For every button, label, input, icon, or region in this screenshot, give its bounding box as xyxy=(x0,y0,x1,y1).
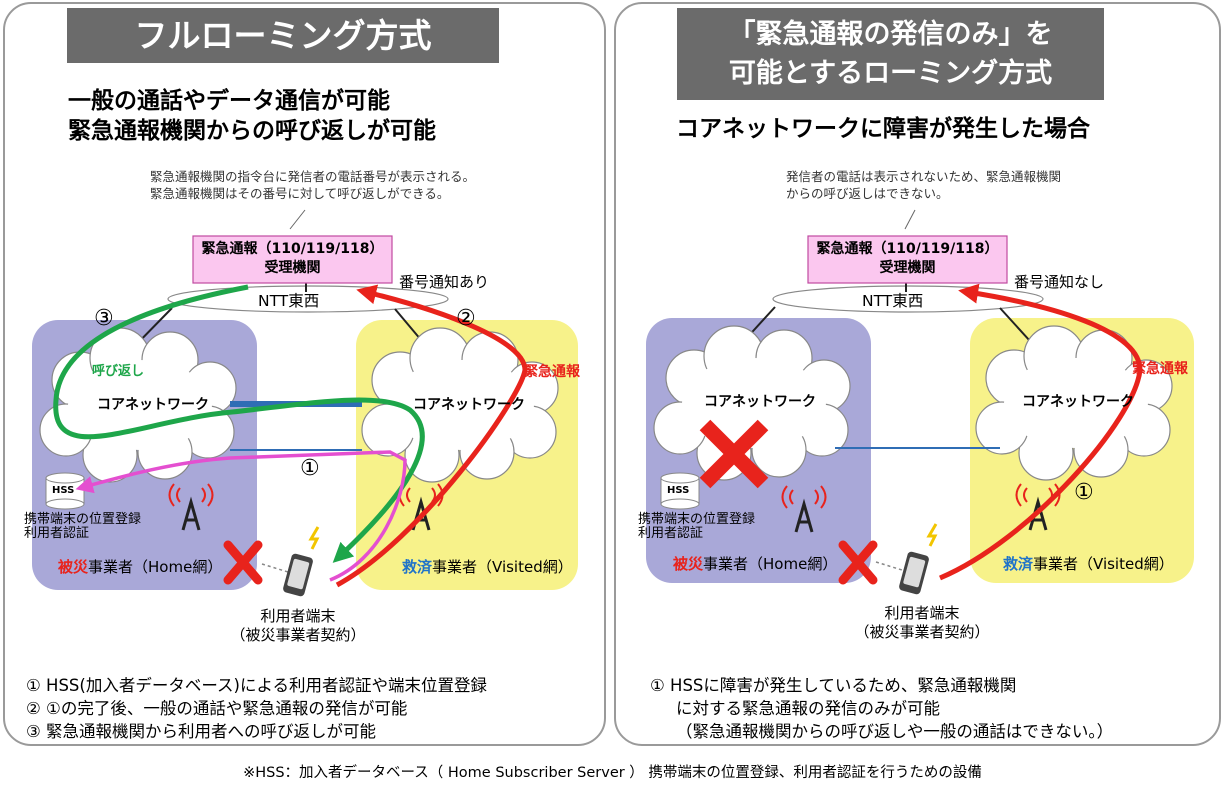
left-footer-3: ③ 緊急通報機関から利用者への呼び返しが可能 xyxy=(26,722,377,741)
right-footer-3: （緊急通報機関からの呼び返しや一般の通話はできない。） xyxy=(676,722,1114,741)
left-user-label-1: 利用者端末 xyxy=(260,607,336,625)
right-annotation-leader xyxy=(904,209,916,230)
right-home-operator: 被災事業者（Home網） xyxy=(673,553,837,574)
right-home-cloud xyxy=(653,325,851,481)
right-user-label-1: 利用者端末 xyxy=(884,604,960,622)
right-visited-core-label: コアネットワーク xyxy=(1022,394,1134,410)
left-caller-id-label: 番号通知あり xyxy=(399,273,490,291)
left-visited-accent: 救済 xyxy=(402,558,433,576)
right-caller-id-label: 番号通知なし xyxy=(1014,273,1105,291)
right-annotation-1: 発信者の電話は表示されないため、緊急通報機関 xyxy=(786,169,1062,184)
left-callback-label: 呼び返し xyxy=(92,364,145,379)
left-step-1: ① xyxy=(300,456,320,481)
left-step-3: ③ xyxy=(94,306,114,331)
left-center-box-line-1: 緊急通報（110/119/118） xyxy=(201,241,384,257)
left-visited-rest: 事業者（Visited網） xyxy=(432,558,573,576)
right-visited-operator: 救済事業者（Visited網） xyxy=(1003,553,1174,574)
right-failure-x-icon xyxy=(838,540,878,585)
left-home-operator: 被災事業者（Home網） xyxy=(58,556,222,577)
left-emergency-arrow xyxy=(335,284,528,588)
left-step-2: ② xyxy=(456,306,476,331)
right-dotted-link xyxy=(875,561,903,571)
left-home-core-label: コアネットワーク xyxy=(97,397,209,413)
right-user-label-2: （被災事業者契約） xyxy=(854,623,990,641)
left-center-box-line-2: 受理機関 xyxy=(264,260,321,276)
left-ntt-label: NTT東西 xyxy=(258,292,320,310)
left-annotation-1: 緊急通報機関の指令台に発信者の電話番号が表示される。 xyxy=(150,169,476,184)
left-annotation-leader xyxy=(289,209,306,230)
right-hss-desc-1: 携帯端末の位置登録 xyxy=(638,512,756,527)
right-home-tower-icon xyxy=(781,485,827,533)
left-phone-icon xyxy=(283,526,320,597)
left-hss-desc-1: 携帯端末の位置登録 xyxy=(24,512,142,527)
left-visited-cloud xyxy=(361,327,559,483)
left-user-label-2: （被災事業者契約） xyxy=(230,626,366,644)
left-home-rest: 事業者（Home網） xyxy=(88,558,223,576)
right-hss-desc-2: 利用者認証 xyxy=(638,526,704,541)
right-emergency-label: 緊急通報 xyxy=(1132,361,1188,377)
right-title-line-1: 「緊急通報の発信のみ」を xyxy=(728,19,1053,50)
right-step-1: ① xyxy=(1074,480,1094,505)
left-emergency-label: 緊急通報 xyxy=(524,364,580,380)
bottom-note: ※HSS：加入者データベース（ Home Subscriber Server ）… xyxy=(243,765,982,781)
left-footer-1: ① HSS(加入者データベース)による利用者認証や端末位置登録 xyxy=(26,676,487,695)
left-dotted-link xyxy=(261,563,289,573)
right-home-core-label: コアネットワーク xyxy=(704,394,816,410)
left-hss-desc-2: 利用者認証 xyxy=(24,526,90,541)
right-hss-label: HSS xyxy=(667,485,690,496)
left-auth-arrow xyxy=(75,450,407,582)
left-visited-operator: 救済事業者（Visited網） xyxy=(402,556,573,577)
right-annotation-2: からの呼び返しはできない。 xyxy=(786,186,949,201)
left-title: フルローミング方式 xyxy=(67,8,499,63)
left-annotation-2: 緊急通報機関はその番号に対して呼び返しができる。 xyxy=(150,186,450,201)
right-center-box xyxy=(807,235,1008,284)
left-visited-core-label: コアネットワーク xyxy=(413,397,525,413)
right-visited-rest: 事業者（Visited網） xyxy=(1033,555,1174,573)
right-title-line-2: 可能とするローミング方式 xyxy=(728,58,1053,89)
right-phone-icon xyxy=(899,523,938,595)
left-subtitle-2: 緊急通報機関からの呼び返しが可能 xyxy=(68,118,436,144)
left-hss-label: HSS xyxy=(52,485,75,496)
left-home-cloud xyxy=(39,327,237,483)
right-title: 「緊急通報の発信のみ」を 可能とするローミング方式 xyxy=(677,8,1104,100)
right-footer-2: に対する緊急通報の発信のみが可能 xyxy=(676,699,940,718)
left-subtitle-1: 一般の通話やデータ通信が可能 xyxy=(68,88,390,114)
right-core-failure-x-icon xyxy=(699,419,769,489)
right-center-box-line-1: 緊急通報（110/119/118） xyxy=(816,241,999,257)
right-hss-icon xyxy=(660,472,700,510)
left-callback-arrow xyxy=(53,284,425,563)
right-ntt-label: NTT東西 xyxy=(862,292,924,310)
left-home-tower-icon xyxy=(168,483,214,531)
right-visited-accent: 救済 xyxy=(1003,555,1034,573)
left-failure-x-icon xyxy=(223,540,263,585)
left-home-accent: 被災 xyxy=(58,558,89,576)
right-emergency-arrow xyxy=(939,283,1143,581)
right-home-accent: 被災 xyxy=(673,555,704,573)
right-footer-1: ① HSSに障害が発生しているため、緊急通報機関 xyxy=(650,676,1017,695)
left-footer-2: ② ①の完了後、一般の通話や緊急通報の発信が可能 xyxy=(26,699,408,718)
right-center-box-line-2: 受理機関 xyxy=(879,260,936,276)
right-home-rest: 事業者（Home網） xyxy=(703,555,838,573)
left-center-box xyxy=(192,235,393,284)
right-subtitle: コアネットワークに障害が発生した場合 xyxy=(676,116,1090,142)
